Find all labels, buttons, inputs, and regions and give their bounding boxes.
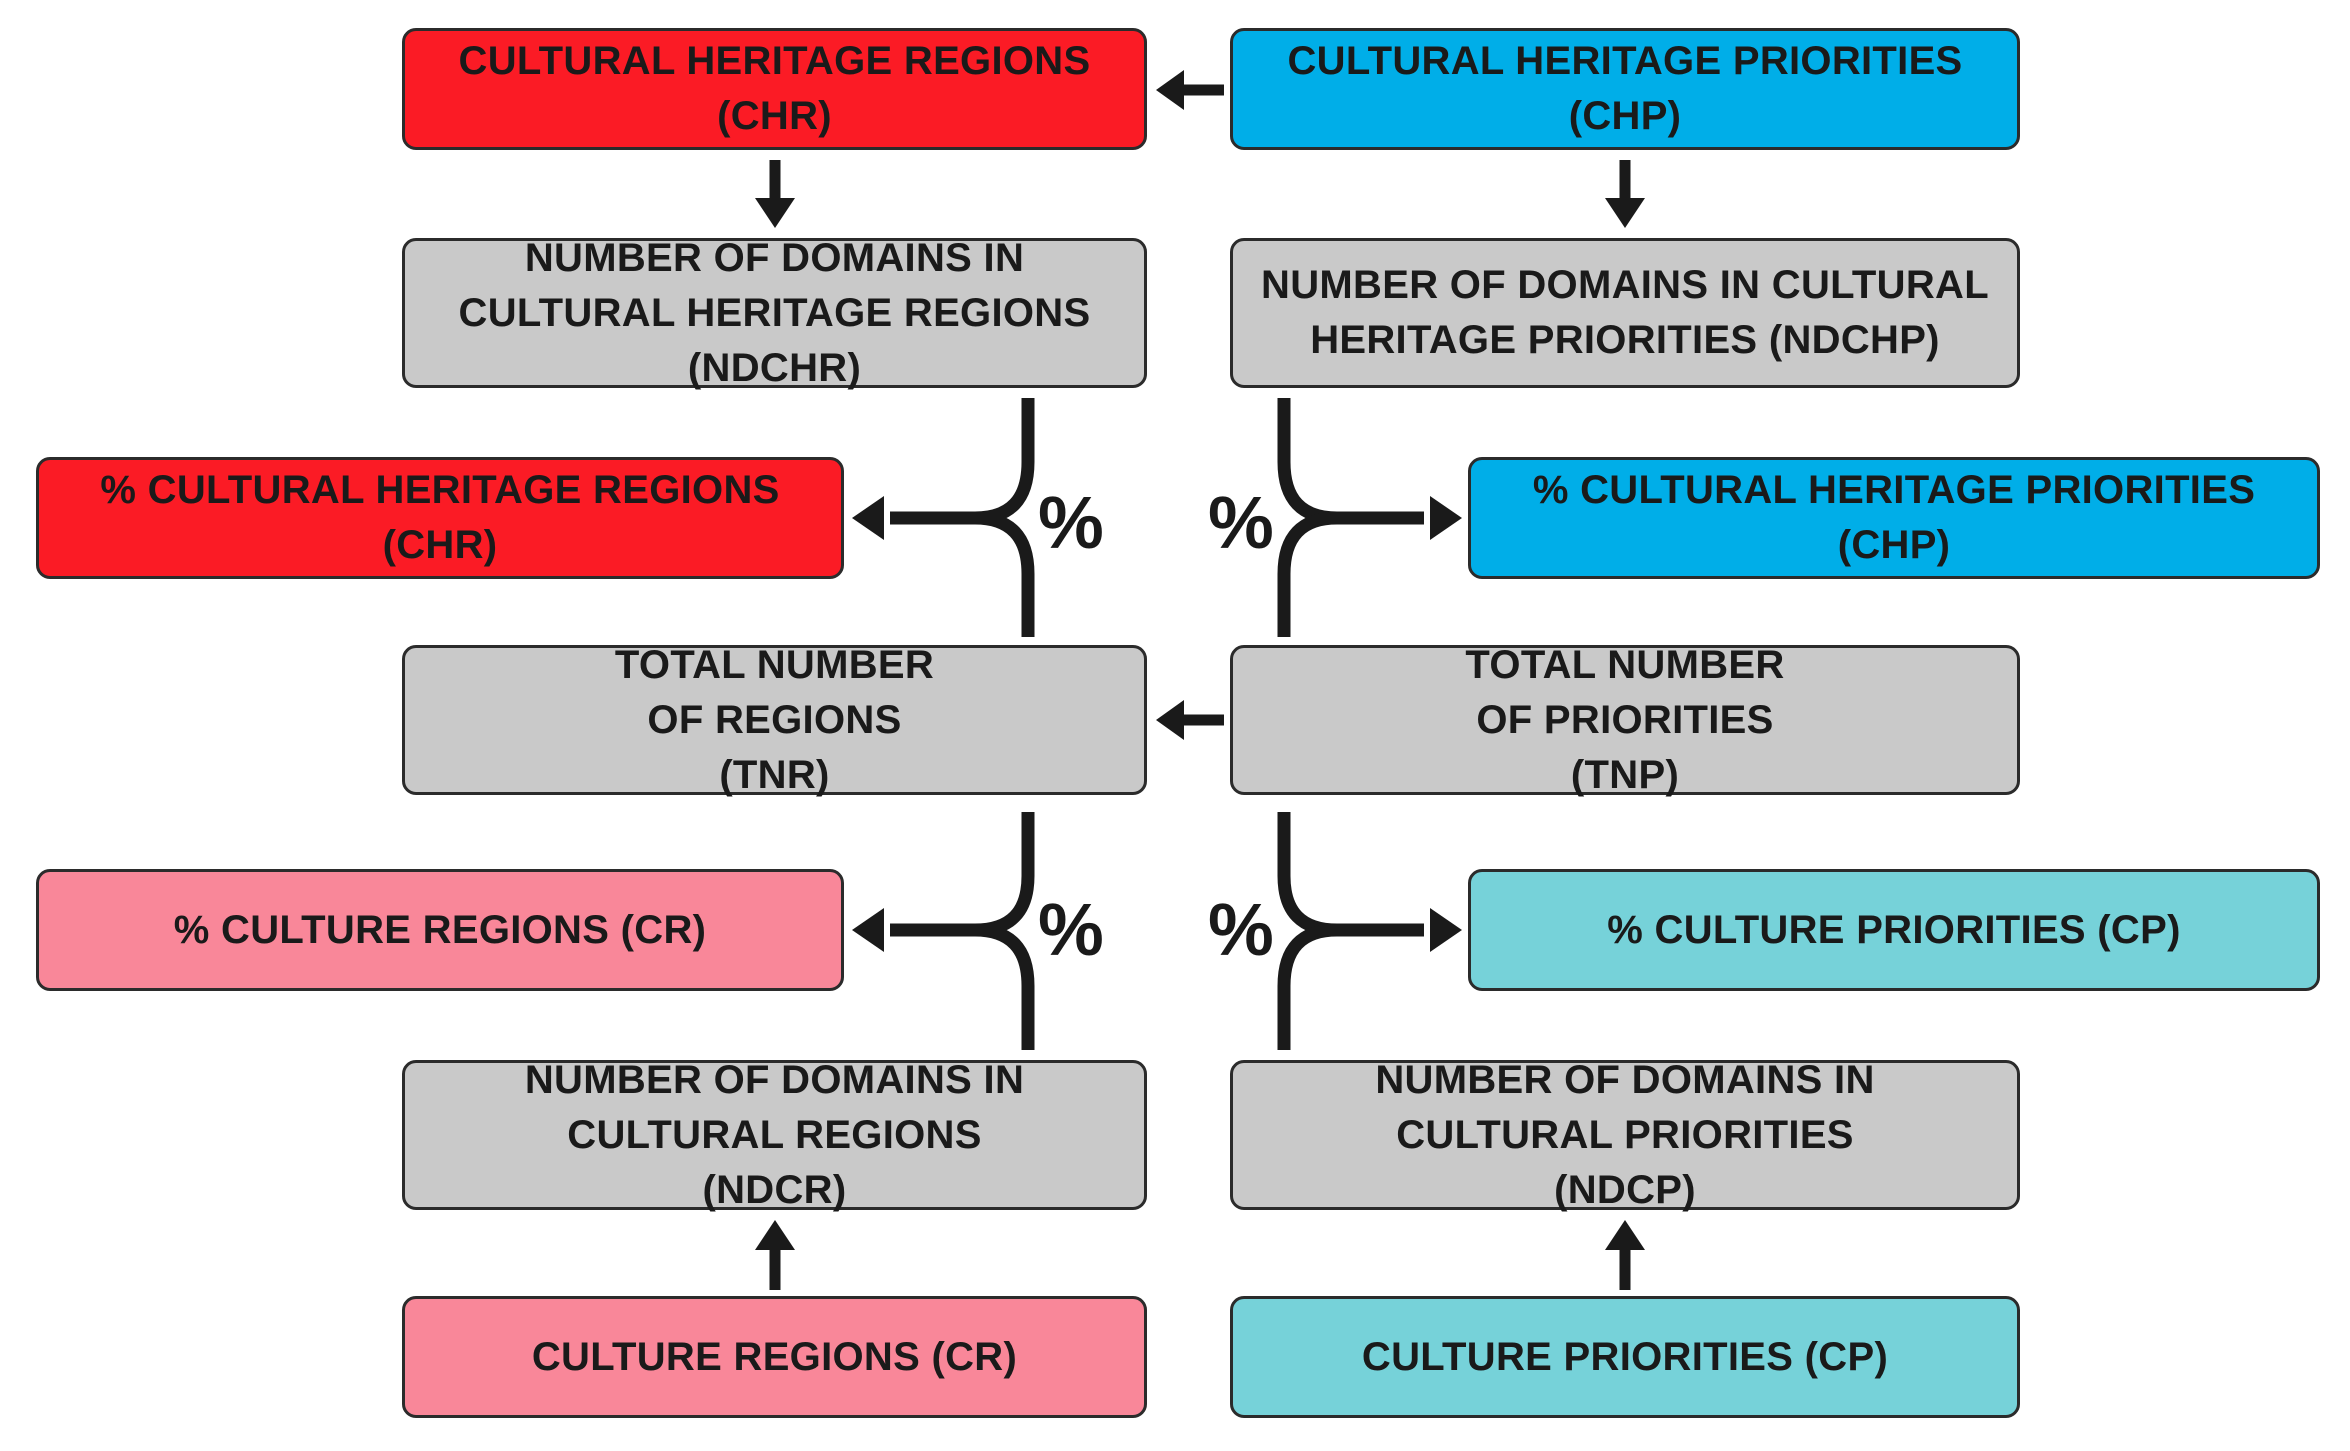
box-cultural-heritage-priorities: CULTURAL HERITAGE PRIORITIES (CHP) xyxy=(1230,28,2020,150)
brace-pct-chr xyxy=(852,398,1035,637)
box-ndcp: NUMBER OF DOMAINS IN CULTURAL PRIORITIES… xyxy=(1230,1058,2020,1212)
box-label: CULTURAL HERITAGE REGIONS (CHR) xyxy=(458,39,1091,138)
box-label: TOTAL NUMBER OF REGIONS (TNR) xyxy=(614,642,935,797)
box-pct-cultural-heritage-priorities: % CULTURAL HERITAGE PRIORITIES (CHP) xyxy=(1468,457,2320,579)
box-cultural-heritage-regions: CULTURAL HERITAGE REGIONS (CHR) xyxy=(402,28,1147,150)
box-label: TOTAL NUMBER OF PRIORITIES (TNP) xyxy=(1465,642,1785,797)
box-label: CULTURE PRIORITIES (CP) xyxy=(1361,1334,1889,1379)
arrow-cr-to-ndcr xyxy=(755,1220,795,1290)
box-label: NUMBER OF DOMAINS IN CULTURAL HERITAGE P… xyxy=(1261,263,1989,362)
box-ndchr: NUMBER OF DOMAINS IN CULTURAL HERITAGE R… xyxy=(402,236,1147,390)
brace-pct-cr xyxy=(852,812,1035,1050)
arrow-cp-to-ndcp xyxy=(1605,1220,1645,1290)
percent-symbol-lower-left: % xyxy=(1038,888,1104,971)
box-label: % CULTURE PRIORITIES (CP) xyxy=(1607,907,2181,952)
arrow-chp-to-chr xyxy=(1156,70,1224,110)
arrow-chp-to-ndchp xyxy=(1605,160,1645,228)
box-pct-culture-priorities: % CULTURE PRIORITIES (CP) xyxy=(1468,869,2320,991)
box-label: NUMBER OF DOMAINS IN CULTURAL PRIORITIES… xyxy=(1375,1057,1875,1212)
brace-pct-chp xyxy=(1277,398,1462,637)
arrow-chr-to-ndchr xyxy=(755,160,795,228)
box-pct-culture-regions: % CULTURE REGIONS (CR) xyxy=(36,869,844,991)
box-label: NUMBER OF DOMAINS IN CULTURAL HERITAGE R… xyxy=(458,235,1091,390)
box-label: NUMBER OF DOMAINS IN CULTURAL REGIONS (N… xyxy=(524,1057,1025,1212)
box-ndchp: NUMBER OF DOMAINS IN CULTURAL HERITAGE P… xyxy=(1230,238,2020,388)
box-total-number-of-priorities: TOTAL NUMBER OF PRIORITIES (TNP) xyxy=(1230,643,2020,797)
box-pct-cultural-heritage-regions: % CULTURAL HERITAGE REGIONS (CHR) xyxy=(36,457,844,579)
percent-symbol-lower-right: % xyxy=(1208,888,1274,971)
arrow-tnp-to-tnr xyxy=(1156,700,1224,740)
box-label: % CULTURE REGIONS (CR) xyxy=(173,907,707,952)
box-label: CULTURAL HERITAGE PRIORITIES (CHP) xyxy=(1287,39,1963,138)
box-label: CULTURE REGIONS (CR) xyxy=(531,1334,1018,1379)
percent-symbol-upper-right: % xyxy=(1208,481,1274,564)
box-label: % CULTURAL HERITAGE PRIORITIES (CHP) xyxy=(1532,468,2256,567)
box-culture-priorities: CULTURE PRIORITIES (CP) xyxy=(1230,1296,2020,1418)
percent-symbol-upper-left: % xyxy=(1038,481,1104,564)
box-label: % CULTURAL HERITAGE REGIONS (CHR) xyxy=(100,468,780,567)
box-total-number-of-regions: TOTAL NUMBER OF REGIONS (TNR) xyxy=(402,643,1147,797)
brace-pct-cp xyxy=(1277,812,1462,1050)
box-culture-regions: CULTURE REGIONS (CR) xyxy=(402,1296,1147,1418)
box-ndcr: NUMBER OF DOMAINS IN CULTURAL REGIONS (N… xyxy=(402,1058,1147,1212)
